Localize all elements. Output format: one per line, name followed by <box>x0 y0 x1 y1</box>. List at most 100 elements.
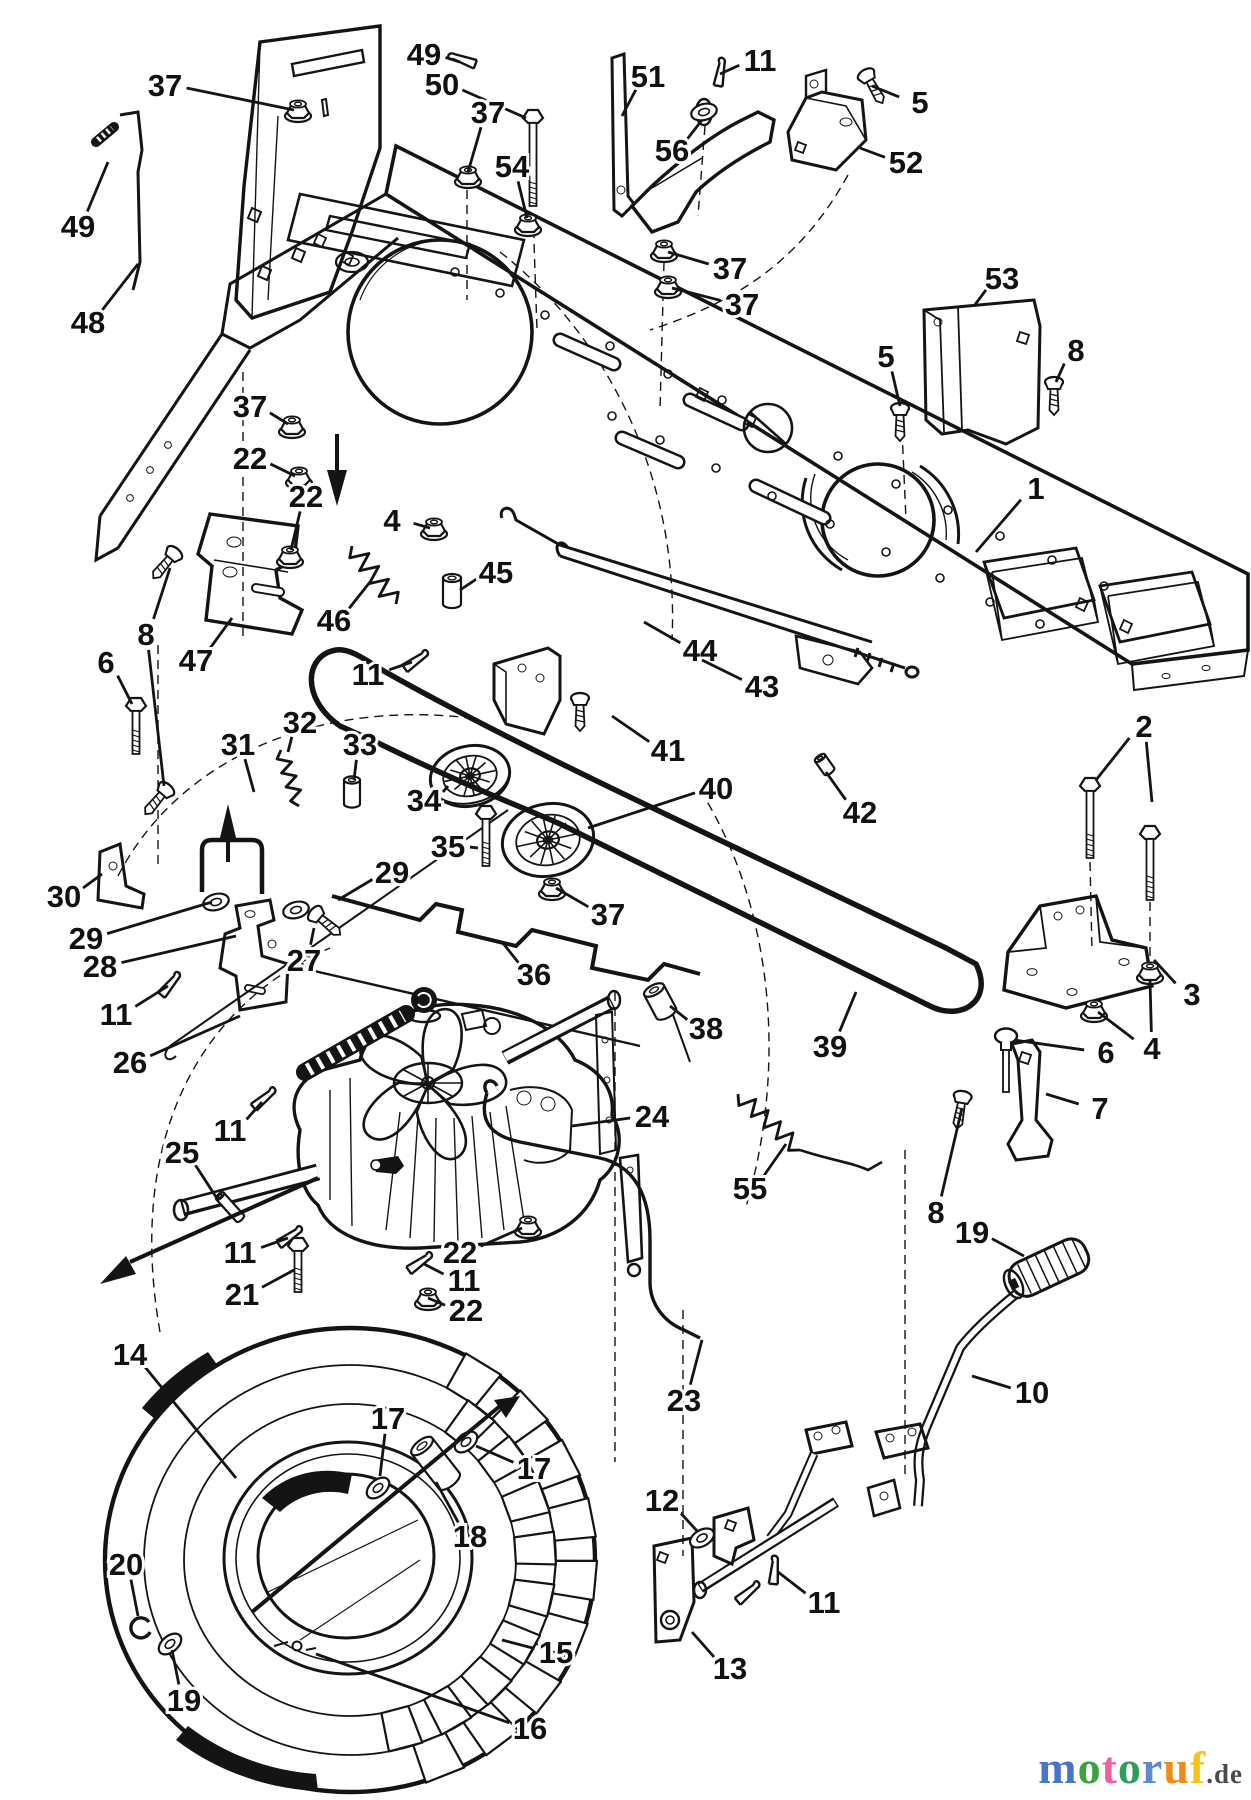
tire-tread-block <box>490 1389 549 1445</box>
fastener-fnut <box>419 517 449 542</box>
part-label-8: 8 <box>927 1195 944 1230</box>
fastener-bolt <box>1078 776 1102 859</box>
fastener-screw <box>1043 375 1065 417</box>
leader-line <box>611 714 650 743</box>
part-label-36: 36 <box>517 957 551 992</box>
part-label-22: 22 <box>233 441 267 476</box>
part-label-14: 14 <box>113 1337 148 1372</box>
part-label-37: 37 <box>471 95 505 130</box>
leader-line <box>209 617 234 649</box>
tire-tread-block <box>507 1578 556 1618</box>
part-label-52: 52 <box>889 145 923 180</box>
part-label-16: 16 <box>513 1711 547 1746</box>
part-label-27: 27 <box>287 943 321 978</box>
diagram-line-art <box>91 24 1250 1795</box>
part-label-29: 29 <box>69 921 103 956</box>
bracket-3 <box>1002 894 1154 1010</box>
fastener-bolt <box>1138 824 1162 901</box>
leader-line <box>134 984 169 1008</box>
fastener-pin <box>249 1086 277 1112</box>
part-label-6: 6 <box>1097 1035 1114 1070</box>
leader-line <box>129 1579 140 1617</box>
leader-line <box>890 371 902 407</box>
leader-line <box>1013 1038 1085 1052</box>
part-label-20: 20 <box>109 1547 143 1582</box>
part-label-26: 26 <box>113 1045 147 1080</box>
leader-line <box>1054 362 1066 383</box>
part-label-32: 32 <box>283 705 317 740</box>
leader-line <box>677 1509 700 1533</box>
frame-square-holes <box>312 232 1134 635</box>
fastener-pin <box>733 1580 761 1606</box>
leader-line <box>859 146 886 159</box>
direction-arrow-stem <box>250 1404 502 1614</box>
spring <box>275 749 303 808</box>
direction-arrow <box>327 470 347 506</box>
leader-line <box>86 161 110 213</box>
fastener-cyl <box>441 572 463 610</box>
fastener-screw <box>152 544 184 580</box>
fastener-bolt <box>286 1236 310 1293</box>
part-label-17: 17 <box>371 1401 405 1436</box>
direction-arrow <box>219 804 237 842</box>
fastener-carriage <box>993 1027 1019 1093</box>
part-label-22: 22 <box>289 479 323 514</box>
arrows-layer <box>100 434 520 1614</box>
part-label-11: 11 <box>214 1113 247 1148</box>
part-label-23: 23 <box>667 1383 701 1418</box>
watermark-letter: r <box>1141 1742 1164 1793</box>
leader-line <box>555 886 590 909</box>
watermark-suffix: .de <box>1206 1759 1243 1789</box>
part-label-43: 43 <box>745 669 779 704</box>
leader-line <box>152 567 172 620</box>
part-label-19: 19 <box>955 1215 989 1250</box>
leader-line <box>82 872 103 890</box>
leader-line <box>121 934 237 964</box>
tower-panel <box>234 24 382 320</box>
bracket-52 <box>786 68 868 172</box>
drive-belt-39 <box>308 647 984 1014</box>
fastener-fnut <box>277 415 307 440</box>
fastener-fnut <box>649 239 679 264</box>
part-label-46: 46 <box>317 603 351 638</box>
leader-line <box>719 64 740 76</box>
part-label-4: 4 <box>1143 1031 1161 1066</box>
part-label-12: 12 <box>645 1483 679 1518</box>
part-label-30: 30 <box>47 879 81 914</box>
idler-pulley-34 <box>428 743 512 809</box>
leader-line <box>116 674 134 705</box>
leader-line <box>309 927 316 946</box>
leader-line <box>671 286 721 302</box>
part-label-11: 11 <box>224 1235 257 1270</box>
leader-line <box>459 577 478 592</box>
leader-line <box>824 771 847 801</box>
watermark-letter: m <box>1038 1742 1078 1793</box>
fastener-washer <box>157 1632 183 1656</box>
part-label-37: 37 <box>233 389 267 424</box>
part-label-53: 53 <box>985 261 1019 296</box>
part-label-8: 8 <box>1067 333 1084 368</box>
leader-line <box>871 84 900 99</box>
fastener-eclip <box>129 1616 152 1640</box>
part-label-49: 49 <box>61 209 95 244</box>
leader-line <box>501 1638 535 1650</box>
part-label-42: 42 <box>843 795 877 830</box>
part-label-21: 21 <box>225 1277 259 1312</box>
part-label-49: 49 <box>407 37 441 72</box>
bracket-channel-44 <box>492 646 562 736</box>
leader-line <box>516 181 529 219</box>
fastener-fnut <box>653 275 683 300</box>
leader-line <box>388 660 413 672</box>
leader-line <box>269 462 296 478</box>
leader-line <box>972 288 988 307</box>
part-label-5: 5 <box>911 85 928 120</box>
watermark-letter: f <box>1189 1742 1207 1793</box>
part-label-54: 54 <box>495 149 530 184</box>
fastener-pin <box>401 648 430 674</box>
fastener-washer <box>690 102 718 122</box>
leader-line <box>315 1652 510 1725</box>
leader-line <box>194 1164 220 1201</box>
leader-line <box>762 1143 788 1177</box>
leader-line <box>974 498 1023 553</box>
